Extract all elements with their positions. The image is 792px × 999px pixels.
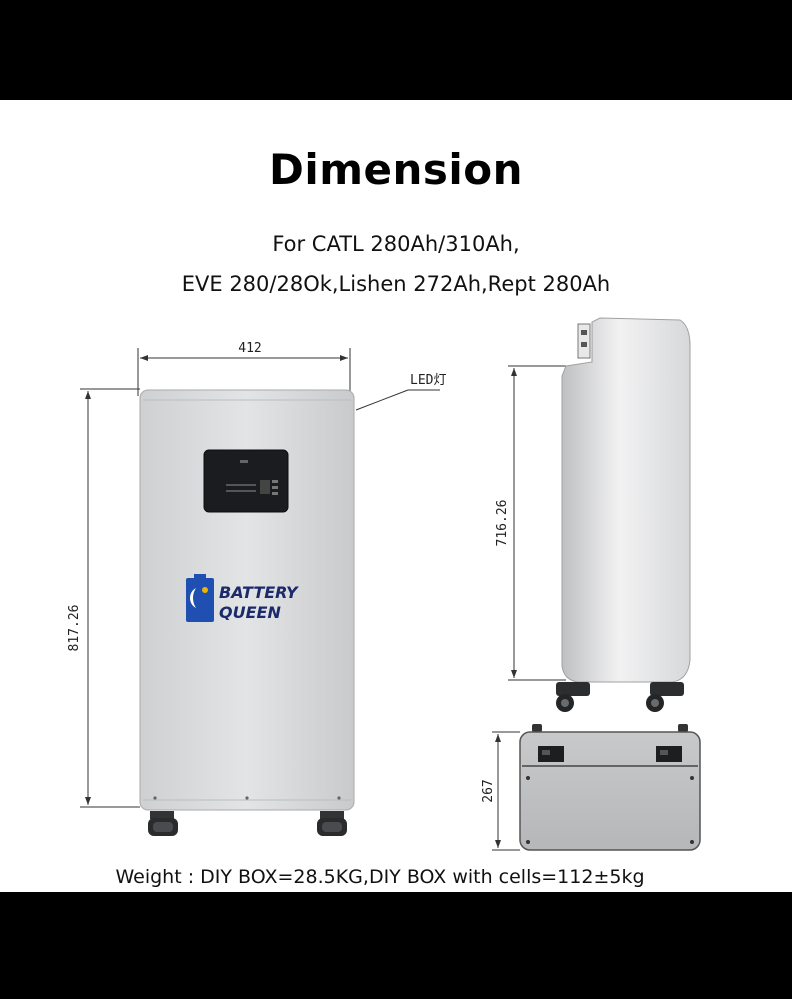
top-view: 267 [481,724,701,851]
height-dimension-label: 817.26 [67,605,82,652]
side-caster-right [646,682,684,712]
front-caster-left [148,811,178,836]
weight-note: Weight : DIY BOX=28.5KG,DIY BOX with cel… [115,866,645,888]
page-title: Dimension [268,145,524,194]
led-label: LED灯 [410,373,446,388]
side-height-dimension-label: 716.26 [495,500,510,547]
lcd-display [203,449,289,513]
subtitle-line-1: For CATL 280Ah/310Ah, [272,232,520,256]
front-caster-right [317,811,347,836]
subtitle-line-2: EVE 280/28Ok,Lishen 272Ah,Rept 280Ah [181,272,611,296]
side-view: 716.26 [495,317,691,712]
dimension-drawing: 412 817.26 LED灯 [67,317,701,851]
product-sheet: Dimension For CATL 280Ah/310Ah, EVE 280/… [0,100,792,892]
battery-queen-logo: BATTERY QUEEN [186,574,299,622]
brand-line-2: QUEEN [219,603,281,622]
width-dimension-label: 412 [238,341,261,356]
side-caster-left [556,682,590,712]
front-view: 412 817.26 LED灯 [67,341,446,836]
brand-line-1: BATTERY [219,583,299,602]
depth-dimension-label: 267 [481,779,496,802]
